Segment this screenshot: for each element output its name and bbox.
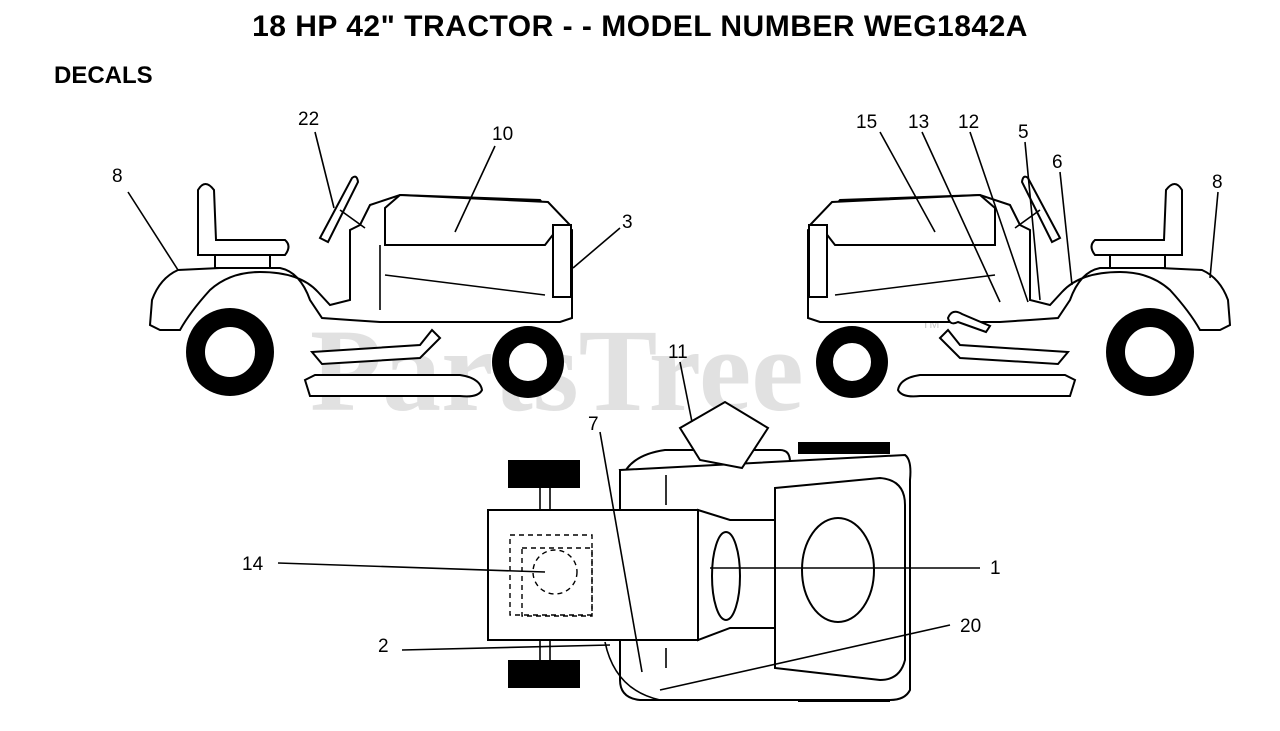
leader-14 xyxy=(277,562,546,573)
callout-6: 6 xyxy=(1052,152,1063,173)
leader-3 xyxy=(572,227,621,269)
callout-5: 5 xyxy=(1018,122,1029,143)
leader-15 xyxy=(879,131,936,233)
leader-7 xyxy=(599,431,643,673)
left-front-hub xyxy=(507,341,549,383)
right-mower-deck xyxy=(896,374,1077,398)
callout-14: 14 xyxy=(242,554,264,575)
left-mower-deck xyxy=(303,374,484,398)
right-hood-line xyxy=(834,274,996,296)
top-steering-wheel xyxy=(711,531,741,621)
top-view-tractor xyxy=(487,400,912,702)
callout-2: 2 xyxy=(378,636,389,657)
left-grille xyxy=(552,224,572,298)
leader-10 xyxy=(454,145,496,233)
right-front-hub xyxy=(831,341,873,383)
left-footrest xyxy=(309,328,442,366)
top-left-rear-tire xyxy=(508,460,580,488)
left-steering-wheel xyxy=(318,175,360,244)
right-grille xyxy=(808,224,828,298)
right-steering-column xyxy=(1014,209,1041,229)
callout-10: 10 xyxy=(492,124,513,145)
right-seat xyxy=(1090,183,1183,256)
callout-12: 12 xyxy=(958,112,979,133)
left-steering-column xyxy=(339,209,366,229)
right-side-tractor xyxy=(807,175,1232,398)
left-seat-base xyxy=(214,254,271,269)
leader-8-left xyxy=(127,191,179,271)
top-hood-vent xyxy=(801,517,875,623)
right-footrest xyxy=(938,328,1071,366)
callout-3: 3 xyxy=(622,212,633,233)
top-deck-curve xyxy=(604,641,661,701)
right-hood xyxy=(808,193,996,246)
leader-11 xyxy=(679,361,693,423)
top-seat-outline-dashed xyxy=(509,534,593,616)
leader-5 xyxy=(1024,141,1041,301)
left-hood-line xyxy=(384,274,546,296)
callout-22: 22 xyxy=(298,109,319,130)
leader-6 xyxy=(1059,171,1073,286)
leader-20 xyxy=(659,624,951,691)
top-seat-pivot-dashed xyxy=(532,549,578,595)
callout-11: 11 xyxy=(668,342,688,363)
top-rear-fender xyxy=(487,509,699,641)
top-left-front-tire xyxy=(798,442,890,454)
leader-8-right xyxy=(1209,191,1219,279)
callout-13: 13 xyxy=(908,112,929,133)
section-heading: DECALS xyxy=(54,62,153,89)
leader-12 xyxy=(969,131,1029,303)
callout-1: 1 xyxy=(990,558,1001,579)
page-title: 18 HP 42" TRACTOR - - MODEL NUMBER WEG18… xyxy=(252,10,1028,43)
callout-7: 7 xyxy=(588,414,599,435)
top-right-rear-tire xyxy=(508,660,580,688)
callout-8-left: 8 xyxy=(112,166,123,187)
callout-15: 15 xyxy=(856,112,877,133)
right-rear-hub xyxy=(1123,325,1177,379)
leader-13 xyxy=(921,131,1001,303)
right-seat-base xyxy=(1109,254,1166,269)
left-rear-hub xyxy=(203,325,257,379)
callout-8-right: 8 xyxy=(1212,172,1223,193)
left-seat xyxy=(197,183,290,256)
top-seat-inner-dashed xyxy=(521,547,593,617)
leader-2 xyxy=(401,644,611,651)
leader-22 xyxy=(314,131,335,209)
left-side-tractor xyxy=(148,175,573,398)
top-discharge-chute xyxy=(678,400,770,470)
left-hood xyxy=(384,193,572,246)
right-lift-lever xyxy=(946,310,992,334)
callout-20: 20 xyxy=(960,616,981,637)
